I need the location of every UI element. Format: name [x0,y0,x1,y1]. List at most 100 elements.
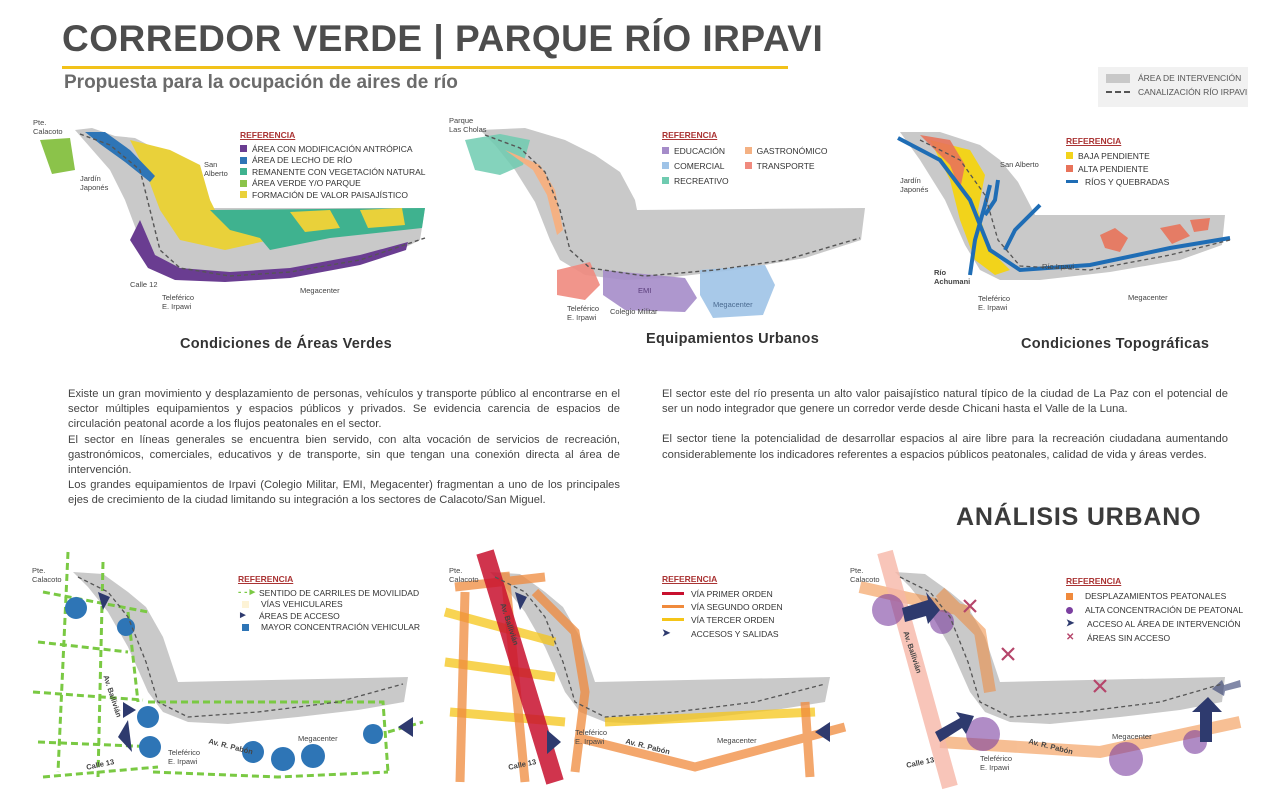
swatch [744,162,752,169]
reference-item: EDUCACIÓN [662,143,729,158]
reference-item: - -►SENTIDO DE CARRILES DE MOVILIDAD [238,587,420,599]
caption-topograficas: Condiciones Topográficas [1021,336,1210,352]
legend-item-area: ÁREA DE INTERVENCIÓN [1106,73,1241,83]
paragraph: El sector este del río presenta un alto … [662,388,1228,416]
caption-equipamientos: Equipamientos Urbanos [646,331,820,347]
swatch [744,147,752,154]
swatch [1066,165,1073,172]
commercial-megacenter [700,265,775,318]
swatch [242,600,249,608]
map-vias-svg [443,549,847,785]
reference-item: ►ÁREAS DE ACCESO [238,610,420,622]
paragraph: El sector tiene la potencialidad de desa… [662,433,1228,461]
global-legend: ÁREA DE INTERVENCIÓN CANALIZACIÓN RÍO IR… [1098,67,1248,107]
reference-item: ✕ÁREAS SIN ACCESO [1066,631,1243,645]
green-park-calacoto [40,138,75,174]
text-right: El sector este del río presenta un alto … [662,387,1228,463]
reference-label: VÍAS VEHICULARES [261,599,343,610]
access-arrows [515,592,830,754]
reference-item: VÍAS VEHICULARES [238,599,420,611]
river-canal [77,576,404,718]
reference-label: SENTIDO DE CARRILES DE MOVILIDAD [259,587,420,598]
swatch [1066,152,1073,159]
reference-label: VÍA TERCER ORDEN [691,614,775,625]
reference-item: ➤ACCESOS Y SALIDAS [662,626,783,641]
map-movilidad-svg [32,551,424,779]
reference-item: ALTA CONCENTRACIÓN DE PEATONAL [1066,603,1243,617]
legend-swatch [1106,73,1130,83]
label-colegio-militar: Colegio Militar [610,307,658,316]
river-canal [79,133,426,277]
legend-item-canal: CANALIZACIÓN RÍO IRPAVI [1106,87,1247,97]
river-achumani [968,184,992,276]
reference-title: REFERENCIA [1066,576,1122,586]
label-emi: EMI [638,286,652,295]
river-canal [494,576,826,718]
swatch [242,623,249,631]
intervention-area [490,572,830,724]
yellow-patch-b [290,210,340,232]
map-vias: Pte.Calacoto Av. Ballivián Calle 13 Tele… [443,549,855,792]
map-equipamientos-svg [465,128,865,318]
page-subtitle: Propuesta para la ocupación de aires de … [64,72,458,93]
high-slope-a [920,135,965,190]
reference-label: VÍA PRIMER ORDEN [691,588,773,599]
line-swatch [662,618,684,621]
reference-topograficas: REFERENCIA BAJA PENDIENTE ALTA PENDIENTE… [1066,136,1169,188]
recreational-parque [465,134,530,175]
label-megacenter: Megacenter [298,734,338,743]
swatch [662,177,669,184]
legend-label: ÁREA DE INTERVENCIÓN [1138,73,1242,83]
reference-label: RECREATIVO [674,175,729,186]
reference-label: MAYOR CONCENTRACIÓN VEHICULAR [261,622,420,633]
swatch [240,168,247,176]
paragraph: El sector en líneas generales se encuent… [68,433,620,477]
reference-label: BAJA PENDIENTE [1078,150,1150,161]
reference-label: ACCESO AL ÁREA DE INTERVENCIÓN [1087,619,1241,629]
yellow-patch-c [360,208,405,228]
river-irpavi [897,136,1231,273]
reference-label: TRANSPORTE [756,160,815,171]
reference-title: REFERENCIA [662,574,718,584]
gastronomic-strip [505,150,563,235]
map-areas-verdes-svg [40,128,426,282]
label-megacenter: Megacenter [713,300,753,309]
reference-label: GASTRONÓMICO [756,145,828,156]
close-icon: ✕ [1066,632,1075,643]
label-pte-calacoto: Pte.Calacoto [33,118,63,136]
text-left: Existe un gran movimiento y desplazamien… [68,387,620,509]
arrow-icon: ► [238,609,248,621]
reference-item: TRANSPORTE [744,158,828,173]
quebrada-a [983,179,1000,217]
label-megacenter: Megacenter [300,286,340,295]
reference-item: GASTRONÓMICO [744,143,828,158]
label-pte-calacoto: Pte.Calacoto [850,566,880,584]
reference-item: MAYOR CONCENTRACIÓN VEHICULAR [238,622,420,634]
intervention-area [73,572,408,724]
access-arrows [98,592,413,752]
reference-item: COMERCIAL [662,158,729,173]
legend-label: CANALIZACIÓN RÍO IRPAVI [1138,87,1248,97]
reference-item: VÍA TERCER ORDEN [662,613,783,626]
swatch [1066,606,1073,614]
access-arrows [902,592,1241,742]
label-san-alberto: San Alberto [1000,160,1039,169]
reference-label: FORMACIÓN DE VALOR PAISAJÍSTICO [252,189,409,200]
reference-label: ACCESOS Y SALIDAS [691,628,779,639]
reference-label: COMERCIAL [674,160,725,171]
intervention-area [480,128,865,280]
reference-vias: REFERENCIA VÍA PRIMER ORDEN VÍA SEGUNDO … [662,574,783,641]
no-access-marks [963,599,1107,693]
swatch [1066,592,1073,600]
reference-label: RÍOS Y QUEBRADAS [1085,176,1170,187]
quebrada-b [1003,203,1042,251]
